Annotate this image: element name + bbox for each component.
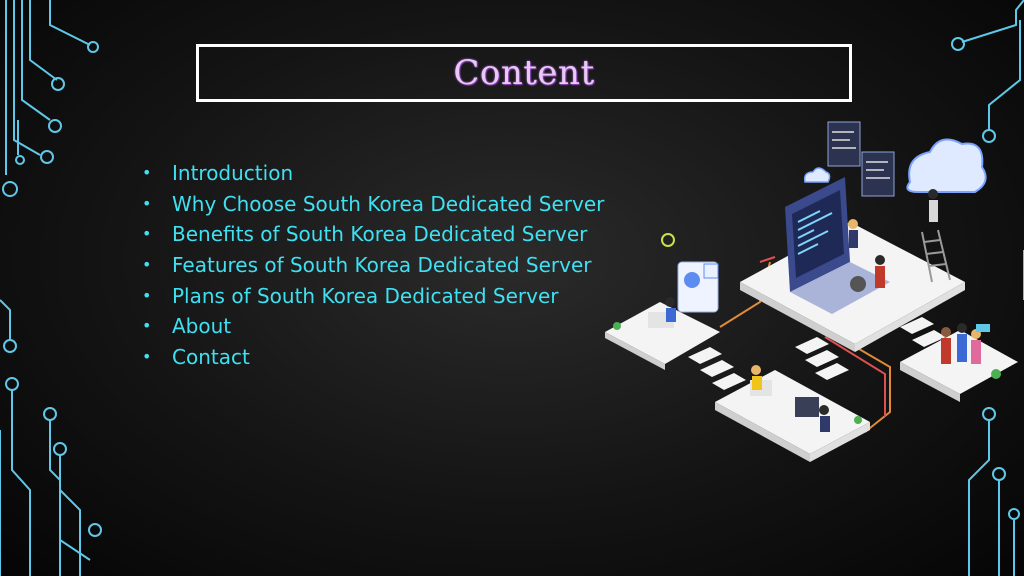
bullet-icon: • bbox=[142, 347, 152, 367]
bullet-icon: • bbox=[142, 163, 152, 182]
circuit-decoration-right-icon bbox=[951, 0, 1024, 576]
list-item: • Contact bbox=[142, 342, 604, 373]
list-item: • Features of South Korea Dedicated Serve… bbox=[142, 250, 604, 281]
circuit-decoration-left-icon bbox=[0, 0, 102, 576]
slide-title: Content bbox=[453, 53, 595, 93]
server-network-illustration-icon bbox=[605, 121, 1018, 462]
list-item-label: Features of South Korea Dedicated Server bbox=[172, 253, 592, 278]
list-item-label: Contact bbox=[172, 345, 250, 370]
list-item: • Plans of South Korea Dedicated Server bbox=[142, 281, 604, 312]
list-item-label: About bbox=[172, 314, 232, 339]
bullet-icon: • bbox=[142, 255, 152, 275]
bullet-icon: • bbox=[142, 193, 152, 213]
list-item-label: Why Choose South Korea Dedicated Server bbox=[172, 191, 605, 216]
list-item: • Benefits of South Korea Dedicated Serve… bbox=[142, 219, 604, 250]
bullet-icon: • bbox=[142, 285, 152, 305]
list-item-label: Plans of South Korea Dedicated Server bbox=[172, 283, 559, 308]
list-item-label: Benefits of South Korea Dedicated Server bbox=[172, 222, 588, 247]
list-item: • Why Choose South Korea Dedicated Server bbox=[142, 189, 604, 220]
title-box: Content bbox=[196, 44, 852, 102]
list-item: • Introduction bbox=[142, 158, 604, 189]
bullet-icon: • bbox=[142, 316, 152, 336]
content-list: • Introduction • Why Choose South Korea De… bbox=[142, 158, 604, 373]
bullet-icon: • bbox=[142, 224, 152, 244]
list-item-label: Introduction bbox=[172, 161, 294, 185]
list-item: • About bbox=[142, 311, 604, 342]
